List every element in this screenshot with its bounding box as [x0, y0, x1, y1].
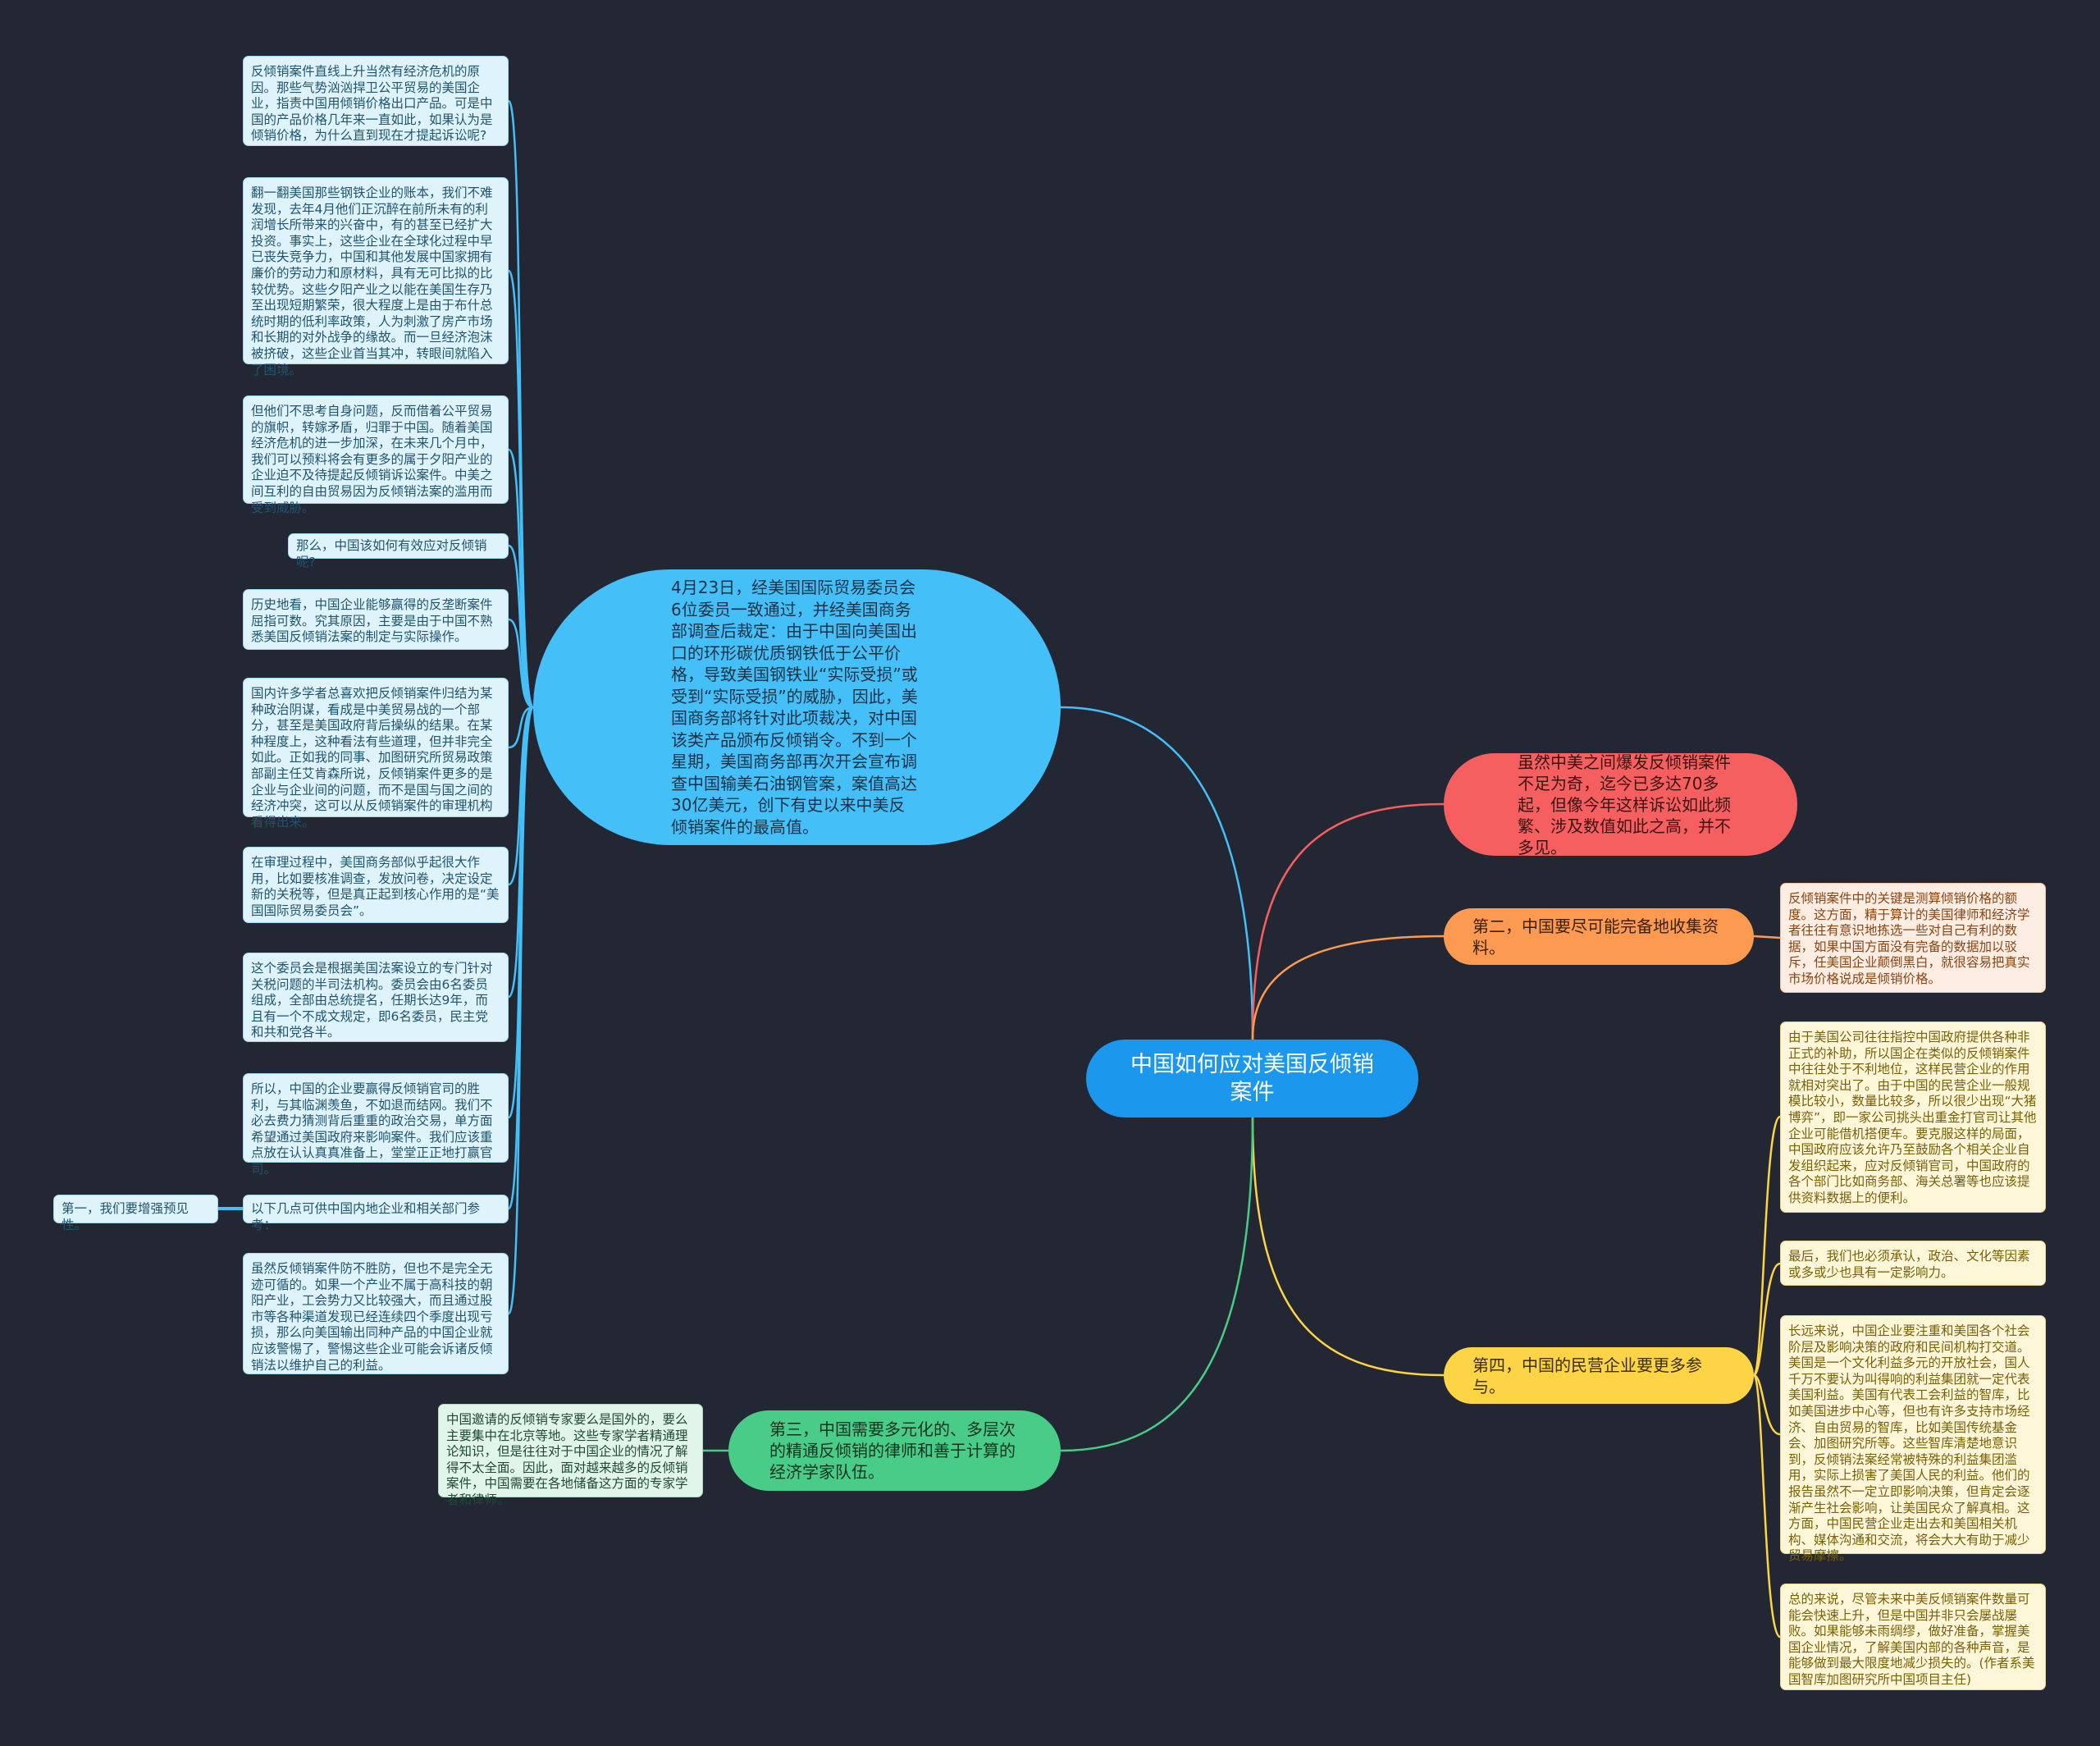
branch-orange-node[interactable]: 第二，中国要尽可能完备地收集资料。: [1444, 908, 1754, 965]
note-yellow-3[interactable]: 长远来说，中国企业要注重和美国各个社会阶层及影响决策的政府和民间机构打交道。美国…: [1780, 1315, 2046, 1563]
note-text: 反倾销案件中的关键是测算倾销价格的额度。这方面，精于算计的美国律师和经济学者往往…: [1788, 891, 2030, 986]
branch-red-node[interactable]: 虽然中美之间爆发反倾销案件不足为奇，迄今已多达70多起，但像今年这样诉讼如此频繁…: [1444, 752, 1797, 857]
root-node[interactable]: 中国如何应对美国反倾销案件: [1086, 1040, 1418, 1118]
note-blue-11[interactable]: 虽然反倾销案件防不胜防，但也不是完全无迹可循的。如果一个产业不属于高科技的朝阳产…: [243, 1253, 509, 1374]
note-text: 长远来说，中国企业要注重和美国各个社会阶层及影响决策的政府和民间机构打交道。美国…: [1788, 1323, 2030, 1564]
note-blue-10[interactable]: 以下几点可供中国内地企业和相关部门参考：: [243, 1195, 509, 1232]
branch-blue-node[interactable]: 4月23日，经美国国际贸易委员会6位委员一致通过，并经美国商务部调查后裁定：由于…: [533, 569, 1061, 845]
note-text: 第一，我们要增强预见性。: [62, 1201, 189, 1232]
note-blue-9[interactable]: 所以，中国的企业要赢得反倾销官司的胜利，与其临渊羡鱼，不如退而结网。我们不必去费…: [243, 1073, 509, 1177]
note-text: 所以，中国的企业要赢得反倾销官司的胜利，与其临渊羡鱼，不如退而结网。我们不必去费…: [251, 1081, 493, 1177]
note-text: 这个委员会是根据美国法案设立的专门针对关税问题的半司法机构。委员会由6名委员组成…: [251, 961, 493, 1040]
sub-note-first[interactable]: 第一，我们要增强预见性。: [53, 1195, 218, 1232]
note-yellow-2[interactable]: 最后，我们也必须承认，政治、文化等因素或多或少也具有一定影响力。: [1780, 1241, 2046, 1286]
note-blue-1[interactable]: 反倾销案件直线上升当然有经济危机的原因。那些气势汹汹捍卫公平贸易的美国企业，指责…: [243, 56, 509, 146]
note-text: 以下几点可供中国内地企业和相关部门参考：: [251, 1201, 481, 1232]
note-text: 但他们不思考自身问题，反而借着公平贸易的旗帜，转嫁矛盾，归罪于中国。随着美国经济…: [251, 404, 493, 515]
note-orange-1[interactable]: 反倾销案件中的关键是测算倾销价格的额度。这方面，精于算计的美国律师和经济学者往往…: [1780, 883, 2046, 993]
note-text: 中国邀请的反倾销专家要么是国外的，要么主要集中在北京等地。这些专家学者精通理论知…: [446, 1412, 688, 1507]
note-text: 反倾销案件直线上升当然有经济危机的原因。那些气势汹汹捍卫公平贸易的美国企业，指责…: [251, 64, 493, 144]
branch-blue-label: 4月23日，经美国国际贸易委员会6位委员一致通过，并经美国商务部调查后裁定：由于…: [671, 578, 918, 837]
branch-red-label: 虽然中美之间爆发反倾销案件不足为奇，迄今已多达70多起，但像今年这样诉讼如此频繁…: [1518, 752, 1731, 857]
note-yellow-1[interactable]: 由于美国公司往往指控中国政府提供各种非正式的补助，所以国企在类似的反倾销案件中往…: [1780, 1022, 2046, 1213]
note-text: 那么，中国该如何有效应对反倾销呢?: [296, 538, 487, 569]
note-text: 由于美国公司往往指控中国政府提供各种非正式的补助，所以国企在类似的反倾销案件中往…: [1788, 1030, 2037, 1205]
branch-yellow-label: 第四，中国的民营企业要更多参与。: [1472, 1355, 1702, 1396]
note-text: 历史地看，中国企业能够赢得的反垄断案件屈指可数。究其原因，主要是由于中国不熟悉美…: [251, 597, 493, 645]
note-blue-5[interactable]: 历史地看，中国企业能够赢得的反垄断案件屈指可数。究其原因，主要是由于中国不熟悉美…: [243, 589, 509, 650]
note-text: 国内许多学者总喜欢把反倾销案件归结为某种政治阴谋，看成是中美贸易战的一个部分，甚…: [251, 686, 493, 830]
note-text: 翻一翻美国那些钢铁企业的账本，我们不难发现，去年4月他们正沉醉在前所未有的利润增…: [251, 185, 493, 377]
note-text: 总的来说，尽管未来中美反倾销案件数量可能会快速上升，但是中国并非只会屡战屡败。如…: [1788, 1592, 2035, 1687]
branch-green-label: 第三，中国需要多元化的、多层次的精通反倾销的律师和善于计算的经济学家队伍。: [769, 1419, 1016, 1482]
note-blue-6[interactable]: 国内许多学者总喜欢把反倾销案件归结为某种政治阴谋，看成是中美贸易战的一个部分，甚…: [243, 678, 509, 830]
note-green-1[interactable]: 中国邀请的反倾销专家要么是国外的，要么主要集中在北京等地。这些专家学者精通理论知…: [438, 1404, 703, 1507]
note-text: 虽然反倾销案件防不胜防，但也不是完全无迹可循的。如果一个产业不属于高科技的朝阳产…: [251, 1261, 493, 1373]
note-yellow-4[interactable]: 总的来说，尽管未来中美反倾销案件数量可能会快速上升，但是中国并非只会屡战屡败。如…: [1780, 1584, 2046, 1690]
note-blue-2[interactable]: 翻一翻美国那些钢铁企业的账本，我们不难发现，去年4月他们正沉醉在前所未有的利润增…: [243, 177, 509, 377]
note-text: 最后，我们也必须承认，政治、文化等因素或多或少也具有一定影响力。: [1788, 1249, 2030, 1280]
note-blue-8[interactable]: 这个委员会是根据美国法案设立的专门针对关税问题的半司法机构。委员会由6名委员组成…: [243, 953, 509, 1042]
branch-orange-label: 第二，中国要尽可能完备地收集资料。: [1472, 916, 1719, 958]
note-text: 在审理过程中，美国商务部似乎起很大作用，比如要核准调查，发放问卷，决定设定新的关…: [251, 855, 500, 918]
branch-yellow-node[interactable]: 第四，中国的民营企业要更多参与。: [1444, 1347, 1754, 1404]
note-blue-3[interactable]: 但他们不思考自身问题，反而借着公平贸易的旗帜，转嫁矛盾，归罪于中国。随着美国经济…: [243, 395, 509, 515]
root-title: 中国如何应对美国反倾销案件: [1130, 1051, 1374, 1105]
note-blue-4[interactable]: 那么，中国该如何有效应对反倾销呢?: [288, 533, 509, 569]
branch-green-node[interactable]: 第三，中国需要多元化的、多层次的精通反倾销的律师和善于计算的经济学家队伍。: [728, 1410, 1061, 1491]
note-blue-7[interactable]: 在审理过程中，美国商务部似乎起很大作用，比如要核准调查，发放问卷，决定设定新的关…: [243, 847, 509, 923]
